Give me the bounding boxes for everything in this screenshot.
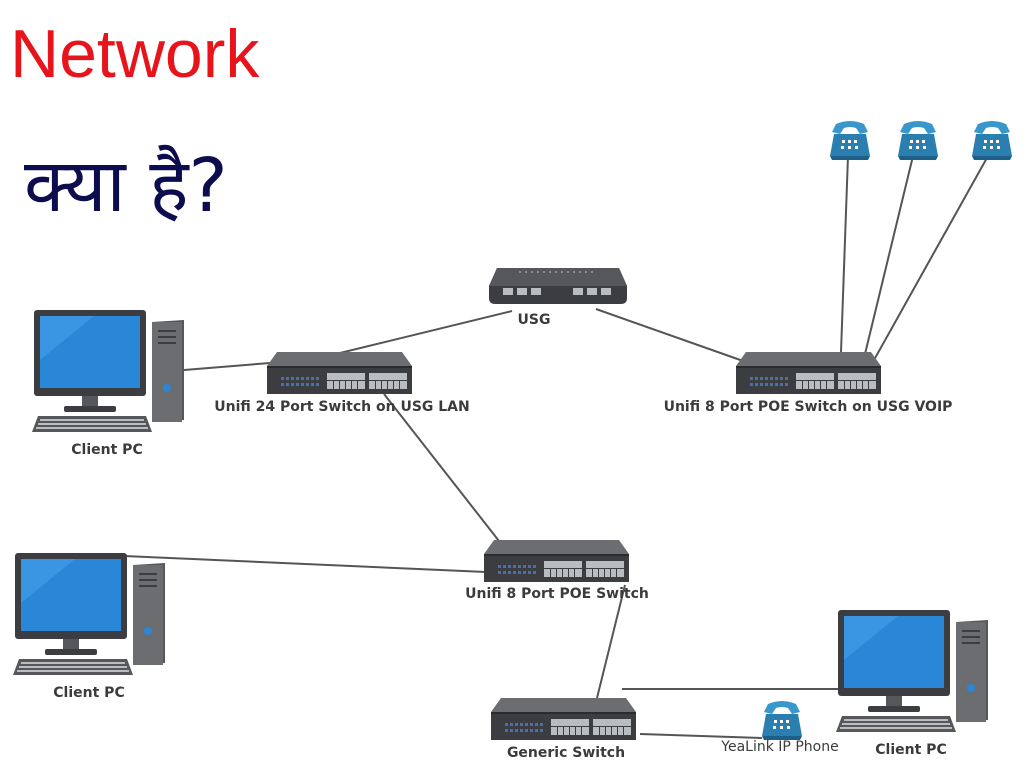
label-client-pc-3: Client PC — [875, 742, 947, 758]
links-layer — [123, 155, 989, 739]
client-pc-2 — [13, 553, 165, 675]
link-usg-to-switch-24-lan — [339, 310, 513, 354]
voip-phone-3 — [972, 121, 1012, 160]
switch-8-voip — [736, 352, 881, 394]
voip-phone-2 — [898, 121, 938, 160]
label-yealink-ip-phone: YeaLink IP Phone — [721, 739, 839, 755]
link-switch-8-voip-to-voip-phone-1 — [840, 155, 849, 353]
client-pc-1 — [32, 310, 184, 432]
label-generic-switch: Generic Switch — [506, 745, 626, 761]
link-switch-8-voip-to-voip-phone-2 — [864, 155, 914, 355]
link-switch-24-lan-to-client-pc-1 — [183, 362, 271, 371]
label-switch-24-lan: Unifi 24 Port Switch on USG LAN — [214, 399, 470, 415]
label-client-pc-1: Client PC — [71, 442, 143, 458]
label-client-pc-2: Client PC — [53, 685, 125, 701]
link-switch-8-voip-to-voip-phone-3 — [873, 155, 989, 361]
generic-switch — [491, 698, 636, 740]
link-usg-to-switch-8-voip — [595, 308, 747, 363]
label-switch-8-voip: Unifi 8 Port POE Switch on USG VOIP — [663, 399, 953, 415]
switch-8-poe — [484, 540, 629, 582]
client-pc-3 — [836, 610, 988, 732]
link-switch-24-lan-to-switch-8-poe — [383, 393, 500, 542]
title-network: Network — [10, 16, 260, 92]
link-generic-switch-to-yealink-phone — [639, 733, 763, 739]
yealink-ip-phone — [762, 701, 802, 740]
label-usg: USG — [517, 312, 551, 328]
voip-phone-1 — [830, 121, 870, 160]
label-switch-8-poe: Unifi 8 Port POE Switch — [465, 586, 649, 602]
title-kya-hai: क्या है? — [24, 143, 228, 229]
link-switch-8-poe-to-generic-switch — [596, 584, 626, 699]
link-switch-8-poe-to-client-pc-2 — [123, 555, 487, 573]
usg-router — [489, 268, 627, 304]
switch-24-lan — [267, 352, 412, 394]
